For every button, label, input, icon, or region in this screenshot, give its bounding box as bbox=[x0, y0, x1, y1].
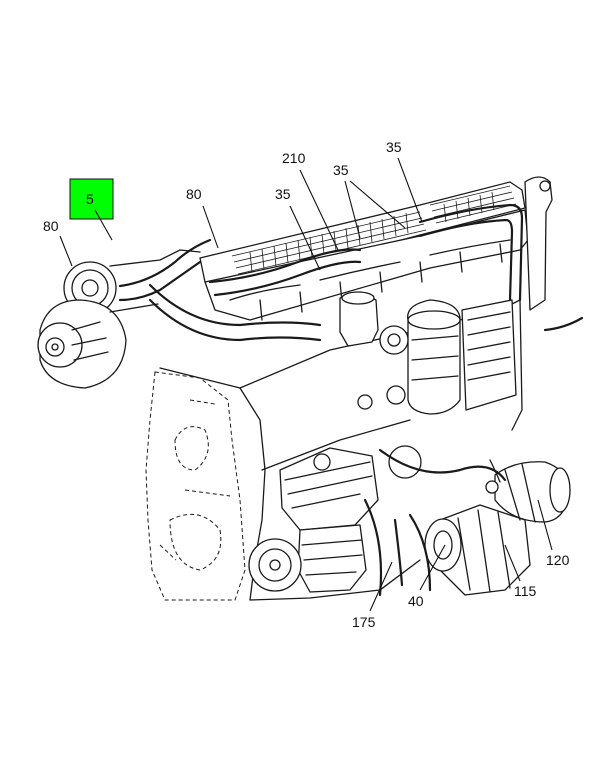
callout-120-label: 120 bbox=[546, 552, 570, 568]
callout-210[interactable]: 210 bbox=[282, 150, 339, 251]
callout-5[interactable]: 5 bbox=[69, 178, 114, 241]
callout-80-top-label: 80 bbox=[186, 186, 202, 202]
callout-175-label: 175 bbox=[352, 614, 376, 630]
callout-40-label: 40 bbox=[408, 593, 424, 609]
engine-drawing bbox=[37, 176, 584, 601]
callout-35-c[interactable]: 35 bbox=[386, 139, 423, 223]
callout-40[interactable]: 40 bbox=[408, 544, 446, 609]
callout-5-highlight-box bbox=[69, 178, 114, 220]
callout-80-top[interactable]: 80 bbox=[186, 186, 219, 249]
callout-80-left[interactable]: 80 bbox=[43, 218, 73, 267]
callout-120[interactable]: 120 bbox=[537, 499, 570, 568]
callout-80-left-label: 80 bbox=[43, 218, 59, 234]
callout-115-label: 115 bbox=[514, 583, 537, 599]
callouts: 5 80 80 35 210 35 3 bbox=[43, 139, 570, 630]
callout-35-b[interactable]: 35 bbox=[333, 162, 406, 239]
callout-115[interactable]: 115 bbox=[504, 544, 537, 599]
callout-35-c-label: 35 bbox=[386, 139, 402, 155]
callout-35-a[interactable]: 35 bbox=[275, 186, 321, 271]
callout-175[interactable]: 175 bbox=[352, 561, 393, 630]
callout-5-label: 5 bbox=[86, 191, 94, 207]
callout-210-label: 210 bbox=[282, 150, 306, 166]
callout-35-b-label: 35 bbox=[333, 162, 349, 178]
callout-35-a-label: 35 bbox=[275, 186, 291, 202]
